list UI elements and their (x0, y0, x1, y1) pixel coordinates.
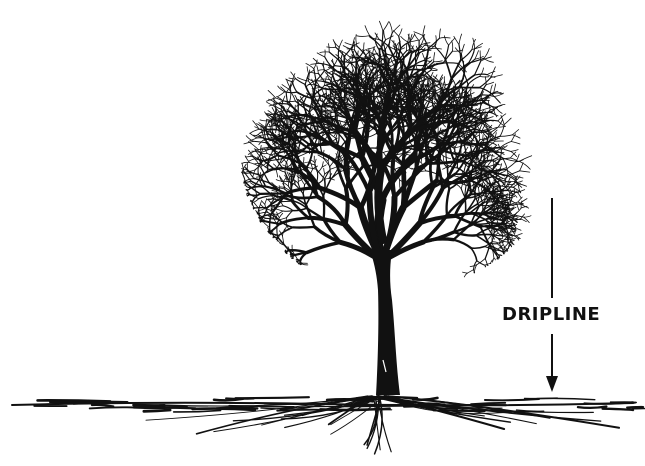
tree-trunk (370, 250, 400, 395)
dripline-arrow (546, 198, 558, 392)
dripline-label: DRIPLINE (502, 306, 600, 324)
tree-crown (241, 21, 531, 277)
